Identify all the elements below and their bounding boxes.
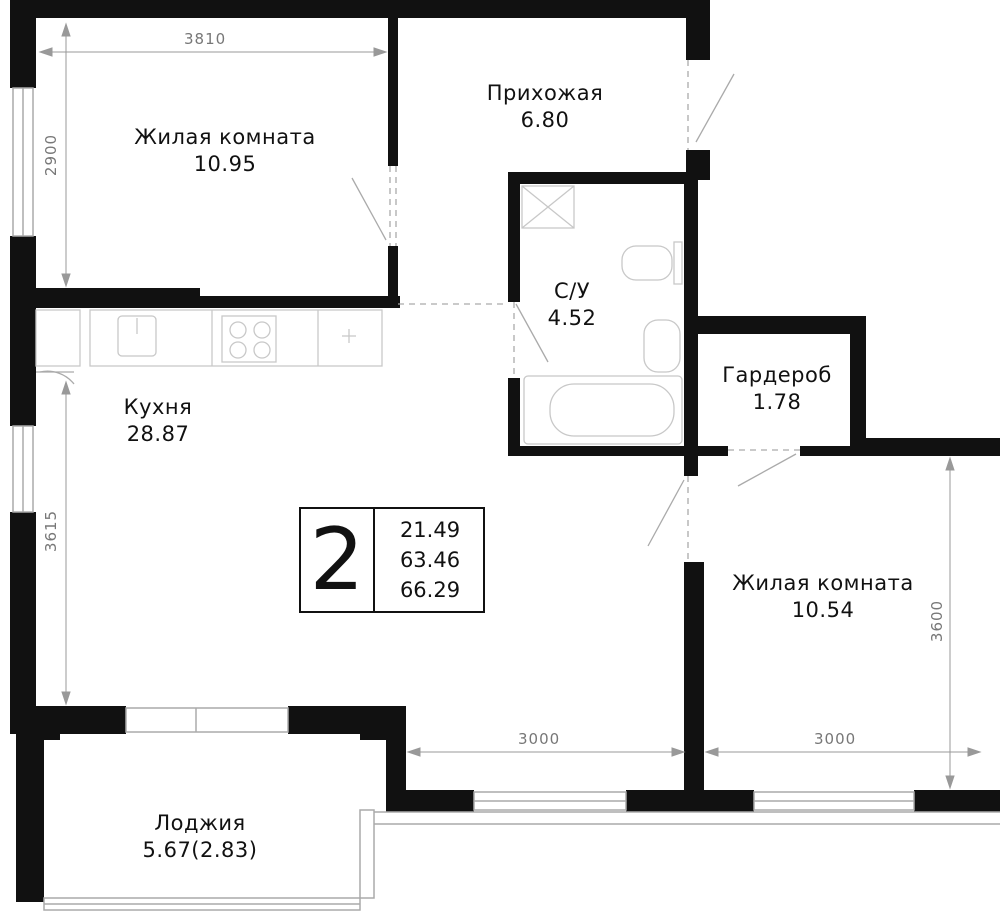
room-name: Прихожая — [486, 81, 604, 105]
room-label-living2: Жилая комната 10.54 — [708, 570, 938, 624]
furniture — [35, 185, 683, 445]
room-name: Лоджия — [154, 811, 246, 835]
dimension-lines — [38, 22, 982, 790]
room-area: 10.54 — [791, 598, 855, 622]
living-area: 21.49 — [399, 518, 461, 542]
room-name: Жилая комната — [134, 125, 316, 149]
room-area: 6.80 — [520, 108, 570, 132]
dimension-living1-width: 3810 — [184, 30, 227, 48]
room-label-wardrobe: Гардероб 1.78 — [704, 362, 850, 416]
room-name: Жилая комната — [732, 571, 914, 595]
dimension-kitchen-width: 3000 — [518, 730, 561, 748]
dimension-living1-depth: 2900 — [42, 133, 61, 177]
room-area: 28.87 — [126, 422, 190, 446]
area-summary-badge: 2 21.49 63.46 66.29 — [299, 507, 485, 613]
room-label-loggia: Лоджия 5.67(2.83) — [100, 810, 300, 864]
room-name: Кухня — [123, 395, 193, 419]
room-label-hall: Прихожая 6.80 — [460, 80, 630, 134]
room-area: 5.67(2.83) — [142, 838, 258, 862]
room-label-bath: С/У 4.52 — [522, 278, 622, 332]
room-area: 1.78 — [752, 390, 802, 414]
total-area: 63.46 — [399, 548, 461, 572]
walls — [10, 0, 1000, 902]
room-label-living1: Жилая комната 10.95 — [110, 124, 340, 178]
room-area: 10.95 — [193, 152, 257, 176]
room-name: С/У — [553, 279, 591, 303]
room-name: Гардероб — [722, 363, 832, 387]
window-frames — [12, 87, 1000, 911]
room-label-kitchen: Кухня 28.87 — [106, 394, 210, 448]
dimension-living2-width: 3000 — [814, 730, 857, 748]
room-area: 4.52 — [547, 306, 597, 330]
dimension-kitchen-depth: 3615 — [42, 509, 61, 553]
doors — [36, 60, 800, 562]
room-count: 2 — [301, 509, 375, 611]
area-with-loggia: 66.29 — [399, 578, 461, 602]
area-values: 21.49 63.46 66.29 — [377, 515, 483, 605]
